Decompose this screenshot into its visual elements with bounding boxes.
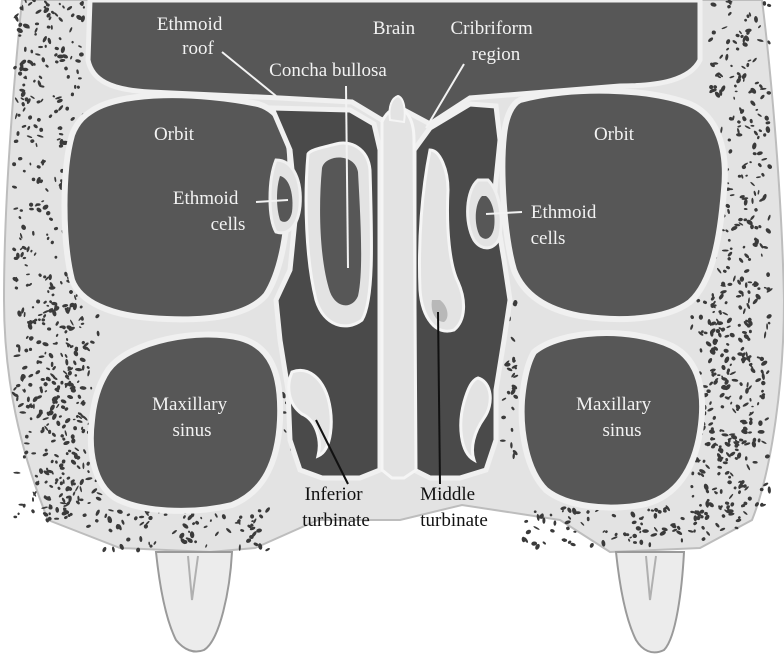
bone-pore [525, 529, 532, 535]
label-brain: Brain [373, 18, 416, 39]
bone-pore [54, 518, 59, 520]
bone-pore [550, 528, 556, 533]
bone-pore [694, 515, 698, 521]
bone-pore [524, 520, 529, 524]
bone-pore [102, 546, 108, 553]
bone-pore [533, 526, 540, 531]
bone-pore [13, 515, 17, 518]
bone-pore [553, 520, 556, 525]
bone-pore [265, 547, 270, 551]
bone-pore [722, 250, 729, 252]
bone-pore [16, 277, 18, 282]
label-orbit-right: Orbit [594, 124, 635, 145]
bone-pore [542, 541, 546, 545]
bone-pore [500, 440, 506, 442]
bone-pore [46, 234, 48, 236]
bone-pore [32, 497, 34, 502]
tooth-right [616, 552, 684, 652]
bone-pore [521, 536, 525, 542]
bone-pore [757, 287, 760, 290]
bone-pore [57, 55, 64, 59]
bone-pore [17, 512, 20, 515]
bone-pore [589, 542, 595, 548]
bone-pore [112, 546, 116, 552]
bone-pore [767, 486, 771, 493]
label-orbit-left: Orbit [154, 124, 195, 145]
bone-pore [745, 282, 748, 288]
tooth-left [156, 552, 232, 652]
bone-pore [738, 175, 741, 178]
crista-galli [389, 96, 404, 122]
bone-pore [31, 509, 36, 514]
label-concha-bullosa: Concha bullosa [269, 60, 387, 81]
nasal-septum [382, 108, 416, 478]
bone-pore [13, 472, 20, 474]
bone-pore [45, 45, 47, 48]
bone-pore [767, 3, 772, 7]
